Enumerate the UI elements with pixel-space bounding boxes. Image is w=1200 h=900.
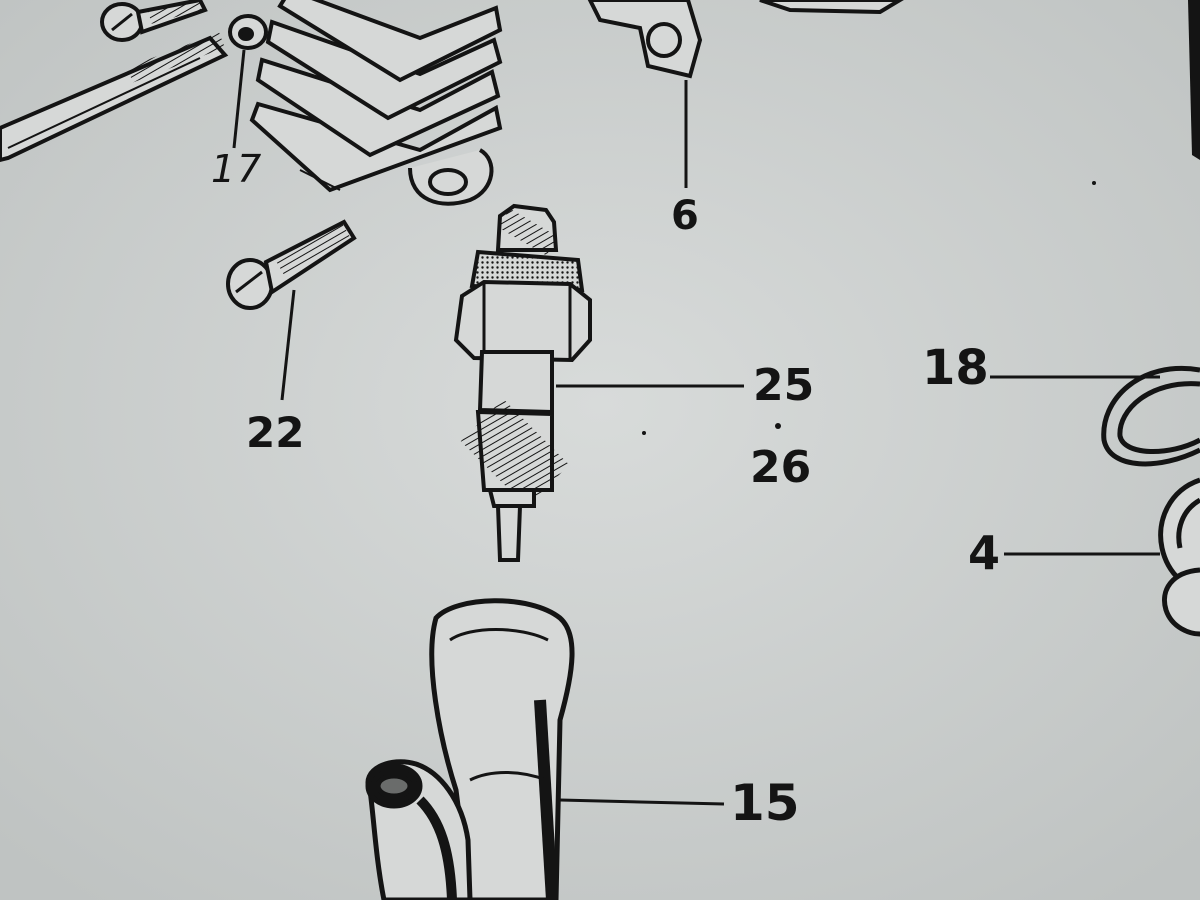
callout-17: 17: [211, 147, 264, 191]
washer-icon: [228, 14, 268, 149]
spark-plug-icon: [453, 203, 744, 562]
callout-25: 25: [753, 360, 815, 411]
screw-icon: [0, 32, 229, 163]
cylinder-head-fins-icon: [249, 0, 503, 206]
spark-plug-cap-icon: [365, 598, 725, 900]
callout-26: 26: [750, 442, 812, 493]
callout-6: 6: [671, 193, 699, 239]
o-ring-icon: [990, 366, 1200, 467]
screw-icon: [226, 219, 357, 401]
callout-15: 15: [730, 774, 800, 832]
callout-18: 18: [922, 340, 989, 396]
callout-4: 4: [968, 526, 1001, 580]
nut-icon: [1004, 477, 1200, 637]
screw-icon: [100, 0, 208, 42]
callout-22: 22: [246, 408, 305, 457]
mounting-bracket-icon: [587, 0, 703, 188]
